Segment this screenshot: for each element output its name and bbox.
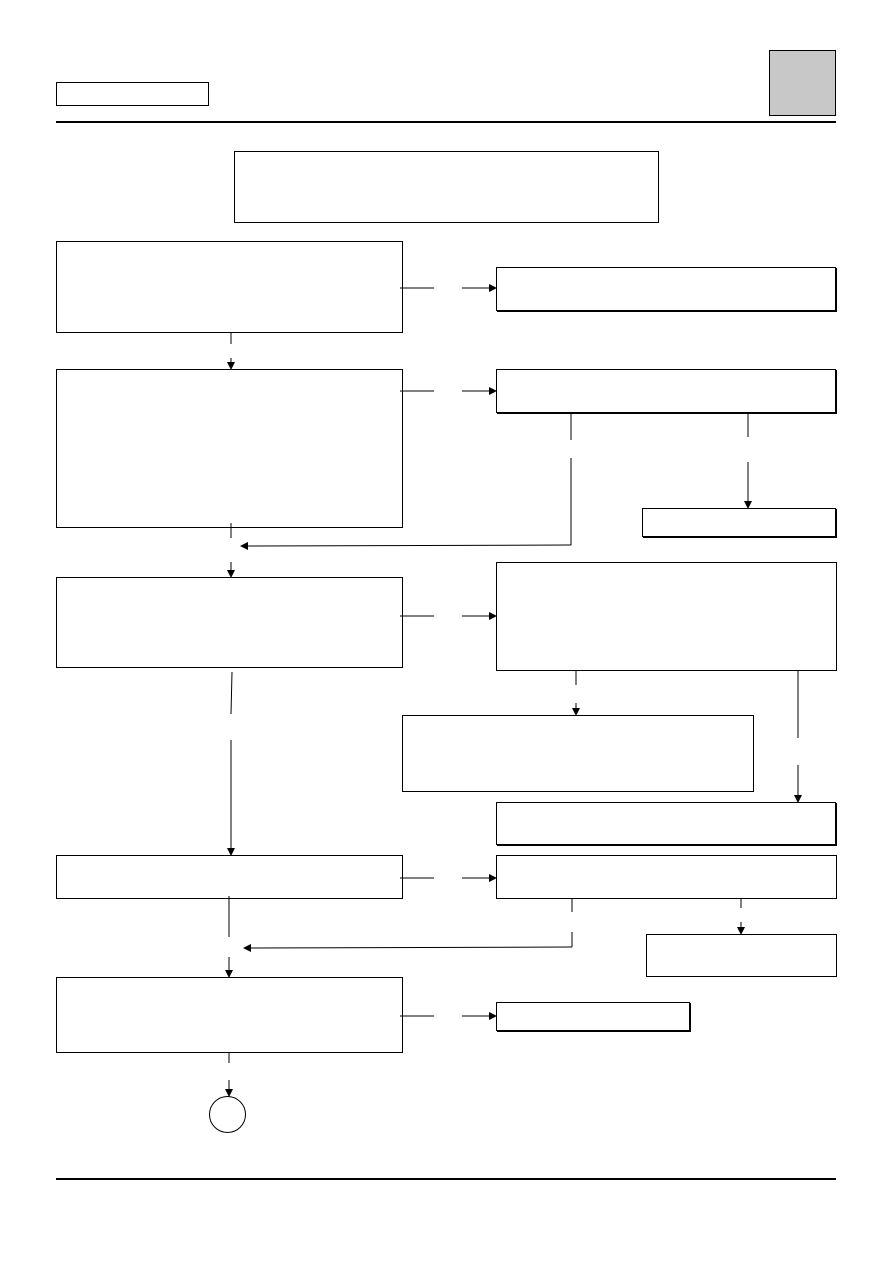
result-3-box xyxy=(496,562,837,671)
header-rule xyxy=(56,121,836,123)
arrow-result2-return xyxy=(240,541,572,550)
result-4-box xyxy=(496,855,837,899)
step-3-box xyxy=(56,577,403,668)
step-2-box xyxy=(56,369,403,528)
reference-box xyxy=(56,82,209,106)
section-tab xyxy=(769,50,836,116)
page-connector-circle xyxy=(209,1096,246,1133)
step-1-box xyxy=(56,241,403,333)
result-3b-box xyxy=(496,802,836,845)
arrow-step3-step4-a xyxy=(230,671,233,715)
result-5-box xyxy=(496,1002,690,1031)
title-box xyxy=(234,151,659,223)
result-2-box xyxy=(496,369,836,413)
result-3a-box xyxy=(402,715,754,792)
result-2a-box xyxy=(642,508,836,537)
footer-rule xyxy=(56,1178,836,1180)
arrow-result4-return xyxy=(243,943,573,952)
result-1-box xyxy=(496,267,836,311)
step-5-box xyxy=(56,977,403,1053)
